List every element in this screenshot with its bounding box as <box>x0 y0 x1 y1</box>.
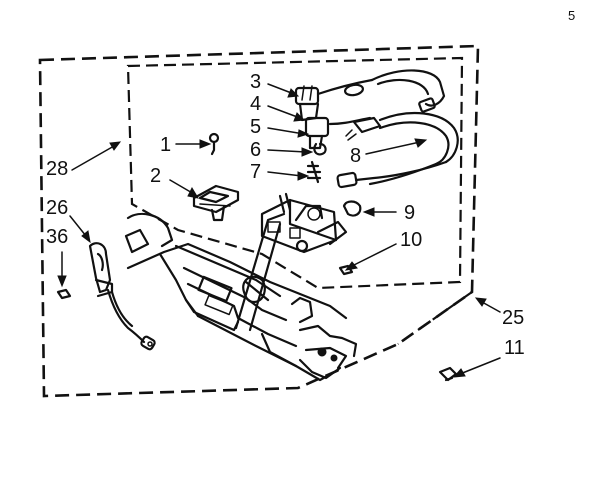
callout-36: 36 <box>46 226 68 248</box>
callout-2: 2 <box>150 165 161 187</box>
inner-assembly-boundary <box>126 56 464 290</box>
callout-5: 5 <box>250 116 261 138</box>
callout-7: 7 <box>250 161 261 183</box>
callout-9: 9 <box>404 202 415 224</box>
part-1-screw <box>208 132 220 156</box>
base-bracket <box>124 212 358 382</box>
callout-26: 26 <box>46 197 68 219</box>
outer-assembly-boundary <box>38 44 480 398</box>
part-26-lever <box>88 242 156 351</box>
callout-28: 28 <box>46 158 68 180</box>
part-10-nut <box>338 264 354 276</box>
part-36-screw <box>56 288 72 300</box>
callout-8: 8 <box>350 145 361 167</box>
leader-25-dashed <box>397 291 473 345</box>
wire-harness <box>316 69 459 189</box>
page-mark: 5 <box>568 8 575 23</box>
part-11-screw <box>438 366 458 382</box>
callout-4: 4 <box>250 93 261 115</box>
callout-3: 3 <box>250 71 261 93</box>
switch-housing <box>260 86 348 254</box>
callout-11: 11 <box>504 337 525 359</box>
callout-6: 6 <box>250 139 261 161</box>
callout-10: 10 <box>400 229 422 251</box>
leader-lines <box>57 83 501 378</box>
callout-1: 1 <box>160 134 171 156</box>
callout-25: 25 <box>502 307 524 329</box>
part-9-clip <box>342 200 362 217</box>
part-2-bracket <box>192 184 240 222</box>
callout-labels: 1 2 3 4 5 6 7 8 9 10 11 25 26 28 36 <box>46 71 525 359</box>
